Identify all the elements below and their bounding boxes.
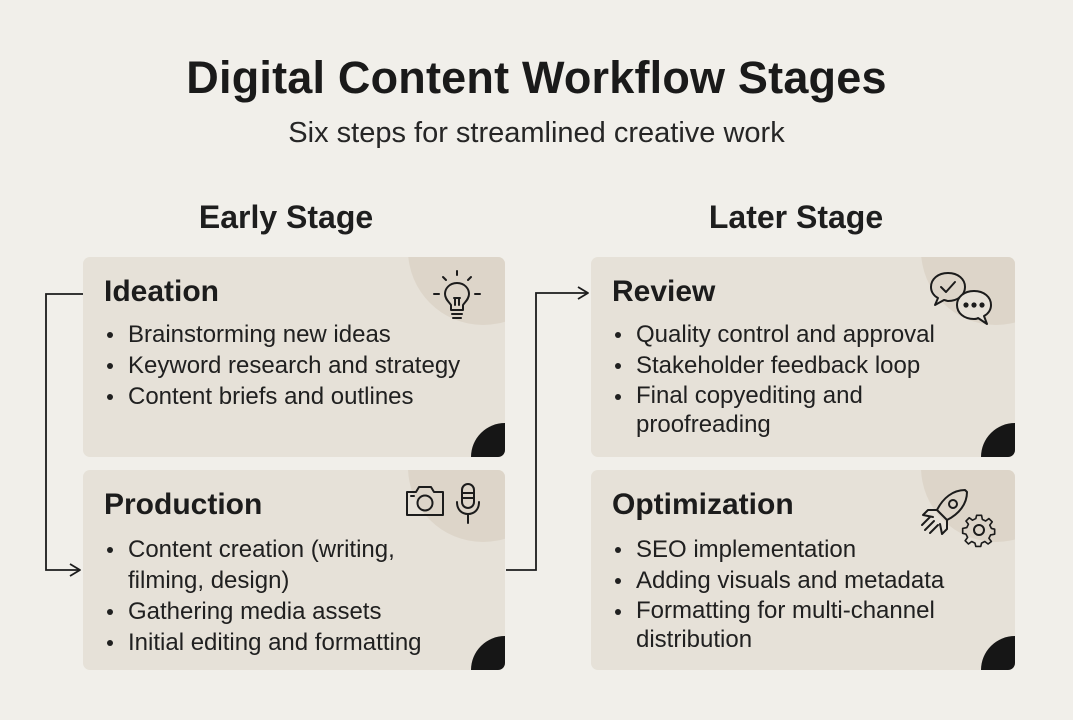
corner-accent: [471, 636, 505, 670]
page-subtitle: Six steps for streamlined creative work: [288, 117, 785, 149]
list-item: Formatting for multi-channel distributio…: [613, 596, 944, 654]
corner-accent: [981, 423, 1015, 457]
card-review: Review Quality control and approval Stak…: [591, 257, 1015, 457]
camera-icon: [403, 483, 447, 524]
list-item: Brainstorming new ideas: [105, 319, 460, 350]
list-item: SEO implementation: [613, 534, 944, 565]
card-title: Review: [612, 275, 716, 308]
card-optimization: Optimization SEO implementation Adding v…: [591, 470, 1015, 670]
page-title: Digital Content Workflow Stages: [186, 52, 887, 103]
review-list: Quality control and approval Stakeholder…: [613, 319, 935, 439]
list-item: Quality control and approval: [613, 319, 935, 350]
rocket-icon: [917, 484, 973, 545]
card-production: Production Content creation (writing, fi…: [83, 470, 505, 670]
microphone-icon: [453, 481, 483, 532]
list-item: Content creation (writing, filming, desi…: [105, 534, 422, 596]
lightbulb-icon: [426, 265, 488, 332]
list-item: Keyword research and strategy: [105, 350, 460, 381]
arrow-ideation-to-production: [45, 293, 83, 577]
card-ideation: Ideation Brainstorming new ideas Keyword…: [83, 257, 505, 457]
list-item: Gathering media assets: [105, 596, 422, 627]
arrow-production-to-review: [506, 286, 589, 571]
list-item: Final copyediting and proofreading: [613, 381, 935, 439]
corner-accent: [981, 636, 1015, 670]
corner-accent: [471, 423, 505, 457]
production-list: Content creation (writing, filming, desi…: [105, 534, 422, 658]
list-item: Adding visuals and metadata: [613, 565, 944, 596]
gear-icon: [960, 510, 998, 553]
ideation-list: Brainstorming new ideas Keyword research…: [105, 319, 460, 412]
optimization-list: SEO implementation Adding visuals and me…: [613, 534, 944, 654]
list-item: Stakeholder feedback loop: [613, 350, 935, 381]
list-item: Initial editing and formatting: [105, 627, 422, 658]
card-title: Ideation: [104, 275, 220, 308]
list-item: Content briefs and outlines: [105, 381, 460, 412]
card-title: Production: [104, 488, 263, 521]
column-header-later: Later Stage: [708, 199, 884, 235]
chat-bubbles-icon: [926, 269, 998, 334]
column-header-early: Early Stage: [198, 199, 374, 235]
card-title: Optimization: [612, 488, 794, 521]
